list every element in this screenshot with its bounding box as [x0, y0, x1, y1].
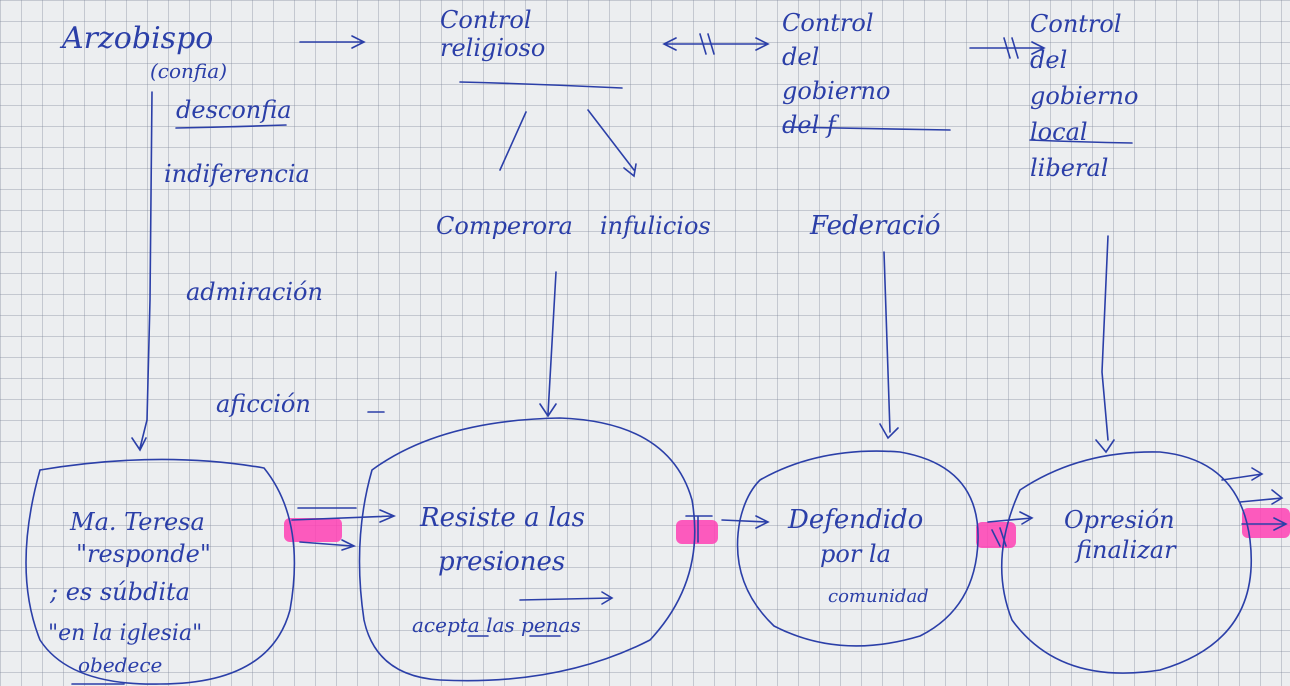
branch-right — [587, 109, 637, 178]
opresion-line-2: finalizar — [1074, 536, 1177, 564]
arrow-local-down — [1095, 235, 1115, 454]
control-local: Control del gobierno local liberal — [1030, 10, 1139, 182]
arrow-mt-resiste — [291, 509, 397, 523]
control-religioso-box: Control religioso — [440, 6, 546, 62]
arrow-gobierno-local — [969, 37, 1046, 59]
arrow-federacion-down — [879, 251, 899, 440]
resiste-line-2: presiones — [438, 547, 565, 577]
control-religioso: Control religioso — [440, 6, 546, 62]
opresion-line-1: Opresión — [1064, 506, 1175, 534]
arrow-mt-resiste-low — [299, 539, 357, 551]
highlight-mark — [284, 518, 342, 542]
arrow-comperora-down — [539, 271, 557, 418]
mt-line-3: ; es súbdita — [49, 578, 190, 606]
arrow-arzobispo-religioso — [299, 35, 366, 49]
defendido-line-3: comunidad — [828, 586, 929, 607]
mt-line-2: "responde" — [76, 540, 211, 568]
underline-gobierno — [783, 126, 951, 131]
circle-resiste — [358, 417, 696, 682]
resiste-line-3: acepta las penas — [412, 613, 581, 637]
arrow-arzobispo-down — [131, 91, 153, 452]
arzobispo-item-indiferencia: indiferencia — [164, 160, 310, 188]
arzobispo-item-aficcion: aficción — [216, 390, 311, 418]
arrow-opresion-out — [1239, 489, 1284, 505]
arrow-defendido-opresion — [987, 511, 1034, 547]
underline-control-religioso — [459, 81, 623, 89]
label-comperora: Comperora — [436, 212, 573, 240]
circle-defendido — [736, 450, 979, 647]
mt-line-1: Ma. Teresa — [69, 508, 205, 536]
branch-left — [499, 111, 527, 171]
mt-line-4: "en la iglesia" — [48, 621, 202, 646]
label-federacion: Federació — [809, 211, 941, 241]
arrow-opresion-top — [1221, 467, 1264, 481]
underline-desconfia — [175, 124, 287, 129]
highlight-mark — [1242, 508, 1290, 538]
arrow-acepta — [519, 591, 614, 605]
underline-local — [1029, 139, 1133, 144]
arrow-resiste-defendido — [685, 515, 770, 543]
arzobispo-title: Arzobispo — [59, 21, 213, 56]
resiste-line-1: Resiste a las — [419, 503, 585, 533]
highlight-mark — [976, 522, 1016, 548]
label-infulicios: infulicios — [600, 212, 711, 240]
defendido-line-2: por la — [820, 540, 891, 568]
defendido-line-1: Defendido — [787, 505, 923, 535]
control-local-box: Control del gobierno local liberal — [1030, 10, 1139, 182]
circle-maria-teresa — [25, 458, 296, 685]
control-gobierno-box: Control del gobierno del f — [782, 9, 891, 139]
highlight-mark — [676, 520, 718, 544]
arzobispo-item-desconfia: desconfia — [176, 96, 292, 124]
arzobispo-item-confia: (confia) — [150, 59, 227, 83]
arrow-opresion-right — [1241, 517, 1288, 531]
arzobispo-item-admiracion: admiración — [186, 278, 323, 306]
arrow-religioso-gobierno — [662, 33, 770, 55]
control-gobierno: Control del gobierno del f — [782, 9, 891, 139]
mt-line-5: obedece — [78, 653, 162, 677]
circle-opresion — [1000, 451, 1252, 674]
